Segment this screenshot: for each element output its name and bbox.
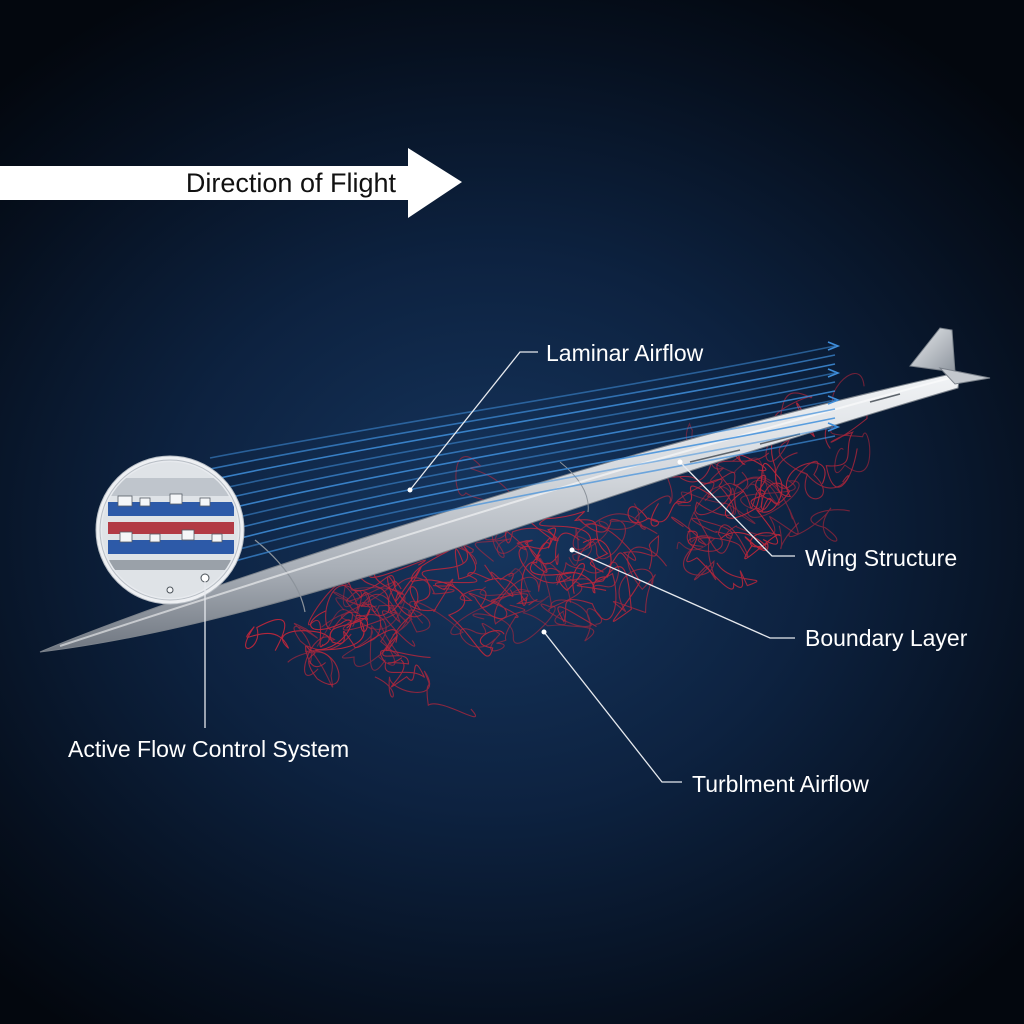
turbulent-streamline [382, 586, 422, 665]
callout-turbulent-airflow: Turblment Airflow [692, 771, 869, 797]
callout-boundary-layer: Boundary Layer [805, 625, 968, 651]
direction-label: Direction of Flight [186, 168, 397, 198]
laminar-streamline [209, 426, 836, 558]
callout-leaders [202, 351, 795, 783]
turbulent-streamline [379, 649, 431, 688]
laminar-streamline [209, 372, 836, 492]
turbulent-streamline [368, 559, 426, 612]
callout-active-flow-control: Active Flow Control System [68, 736, 349, 762]
turbulent-streamline [691, 511, 737, 554]
turbulent-streamline [671, 516, 749, 558]
laminar-streamline [209, 435, 836, 569]
laminar-streamline [209, 408, 836, 536]
turbulent-streamline [627, 485, 712, 527]
laminar-airflow-lines [209, 341, 841, 569]
turbulent-streamline [704, 477, 799, 537]
turbulent-streamline [493, 567, 583, 625]
turbulent-streamline [329, 583, 400, 656]
turbulent-streamline [719, 532, 781, 560]
magnifier-circle-icon [95, 455, 245, 605]
turbulent-airflow-lines [245, 372, 871, 718]
turbulent-streamline [459, 614, 518, 652]
laminar-arrowhead [827, 341, 841, 351]
turbulent-streamline [304, 610, 416, 676]
laminar-streamline [209, 354, 836, 470]
tail-fin [909, 327, 991, 385]
turbulent-streamline [342, 624, 396, 671]
laminar-streamline [209, 381, 836, 503]
turbulent-streamline [329, 608, 398, 648]
turbulent-streamline [677, 476, 777, 525]
turbulent-streamline [778, 507, 850, 550]
turbulent-streamline [310, 610, 369, 651]
turbulent-streamline [578, 518, 660, 570]
turbulent-streamline [508, 542, 567, 627]
turbulent-streamline [411, 546, 505, 657]
turbulent-streamline [572, 465, 675, 551]
turbulent-streamline [683, 536, 717, 581]
laminar-streamline [209, 345, 836, 459]
turbulent-streamline [676, 486, 737, 551]
turbulent-streamline [316, 587, 409, 647]
callout-wing-structure: Wing Structure [805, 545, 957, 571]
turbulent-streamline [774, 452, 850, 500]
laminar-arrowhead [827, 395, 841, 405]
turbulent-streamline [686, 530, 758, 590]
laminar-streamline [209, 390, 836, 514]
turbulent-streamline [484, 542, 572, 606]
turbulent-streamline [750, 475, 791, 512]
wing-body [39, 371, 961, 653]
laminar-streamline [209, 363, 836, 481]
turbulent-streamline [393, 564, 493, 613]
turbulent-streamline [576, 552, 641, 622]
turbulent-streamline [414, 544, 477, 607]
turbulent-streamline [740, 480, 800, 518]
right-arrow-icon [0, 148, 462, 218]
turbulent-streamline [468, 592, 538, 620]
turbulent-streamline [374, 670, 477, 718]
turbulent-streamline [675, 452, 770, 516]
laminar-arrowhead [827, 422, 841, 432]
callout-laminar-airflow: Laminar Airflow [546, 340, 704, 366]
turbulent-streamline [304, 633, 352, 686]
laminar-streamline [209, 417, 836, 547]
turbulent-streamline [724, 462, 783, 545]
laminar-streamline [209, 399, 836, 525]
turbulent-streamline [409, 586, 531, 636]
turbulent-streamline [539, 510, 609, 573]
turbulent-streamline [540, 599, 603, 642]
turbulent-streamline [245, 618, 330, 651]
turbulent-streamline [287, 622, 334, 688]
laminar-arrowhead [827, 368, 841, 378]
turbulent-streamline [558, 538, 612, 594]
direction-arrow: Direction of Flight [0, 148, 462, 218]
